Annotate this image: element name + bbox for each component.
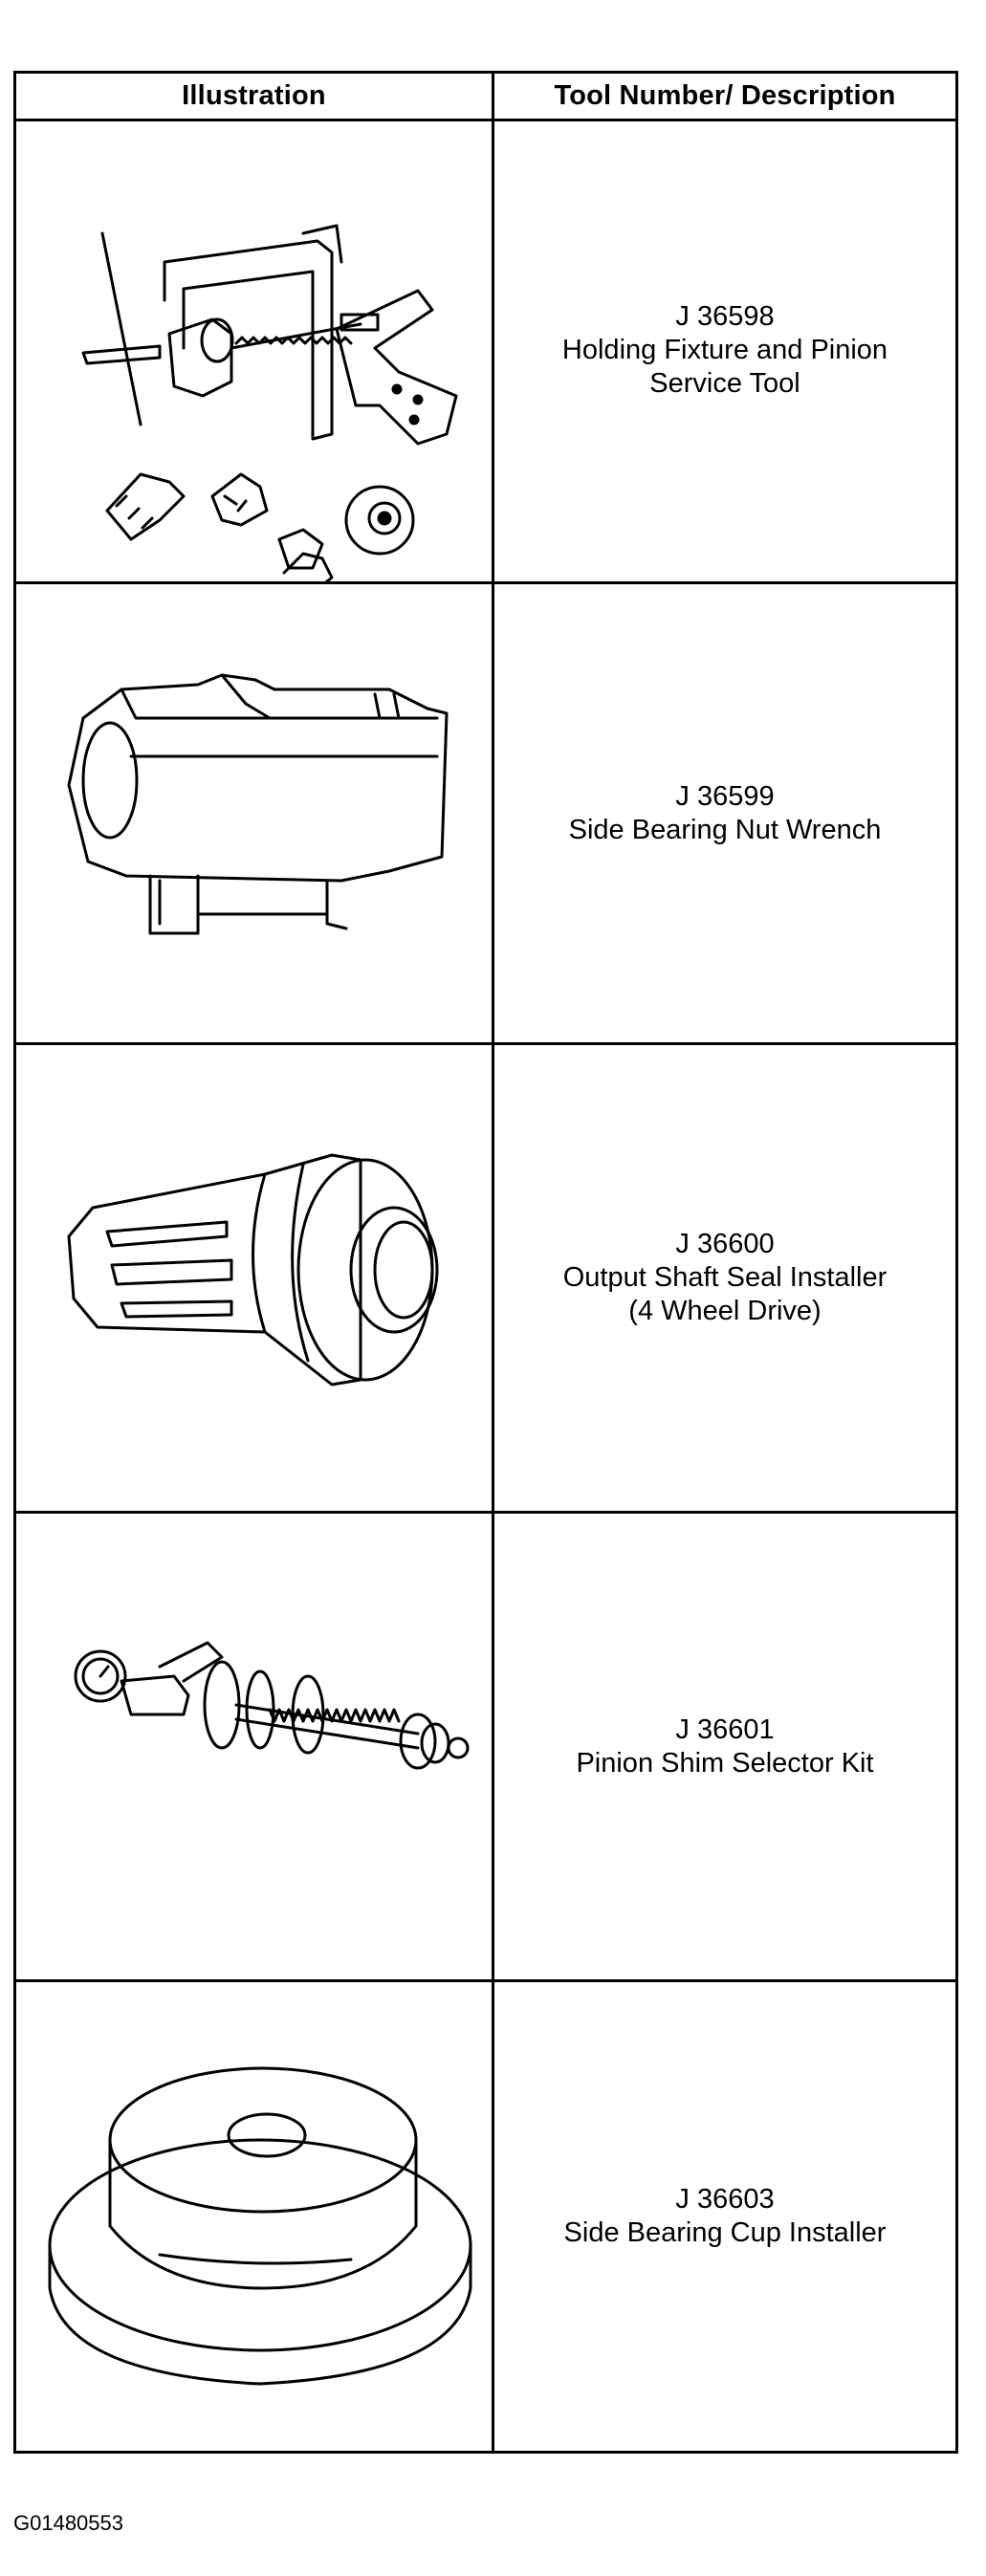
tool-description-line: (4 Wheel Drive) — [628, 1296, 822, 1326]
seal-installer-illustration — [16, 1045, 494, 1511]
figure-id: G01480553 — [13, 2511, 123, 2535]
tool-description-line: Service Tool — [649, 367, 800, 399]
table-row: J 36603 Side Bearing Cup Installer — [16, 1982, 955, 2451]
tool-description-line: Side Bearing Nut Wrench — [568, 814, 882, 845]
table-row: J 36600 Output Shaft Seal Installer (4 W… — [16, 1045, 955, 1514]
tool-description-line: Pinion Shim Selector Kit — [576, 1747, 874, 1779]
table-row: J 36598 Holding Fixture and Pinion Servi… — [16, 119, 955, 584]
tool-description: J 36600 Output Shaft Seal Installer (4 W… — [494, 1045, 955, 1511]
header-illustration: Illustration — [16, 74, 494, 119]
tool-number: J 36603 — [675, 2184, 775, 2215]
tool-number: J 36600 — [675, 1229, 775, 1259]
holding-fixture-illustration — [16, 119, 494, 581]
special-tools-table: Illustration Tool Number/ Description — [13, 71, 958, 2454]
tool-description-line: Side Bearing Cup Installer — [563, 2217, 887, 2248]
tool-number: J 36599 — [675, 780, 775, 812]
table-row: J 36599 Side Bearing Nut Wrench — [16, 584, 955, 1045]
tool-number: J 36598 — [675, 300, 775, 332]
cup-installer-illustration — [16, 1982, 494, 2451]
tool-description: J 36603 Side Bearing Cup Installer — [494, 1982, 955, 2451]
tool-description: J 36598 Holding Fixture and Pinion Servi… — [494, 119, 955, 581]
table-row: J 36601 Pinion Shim Selector Kit — [16, 1514, 955, 1982]
nut-wrench-illustration — [16, 584, 494, 1042]
table-header: Illustration Tool Number/ Description — [16, 74, 955, 121]
header-tool-description: Tool Number/ Description — [554, 80, 896, 111]
tool-description: J 36601 Pinion Shim Selector Kit — [494, 1514, 955, 1979]
shim-selector-illustration — [16, 1514, 494, 1979]
tool-description-line: Holding Fixture and Pinion — [561, 334, 888, 365]
tool-description: J 36599 Side Bearing Nut Wrench — [494, 584, 955, 1042]
tool-number: J 36601 — [675, 1714, 775, 1745]
tool-description-line: Output Shaft Seal Installer — [562, 1262, 887, 1293]
